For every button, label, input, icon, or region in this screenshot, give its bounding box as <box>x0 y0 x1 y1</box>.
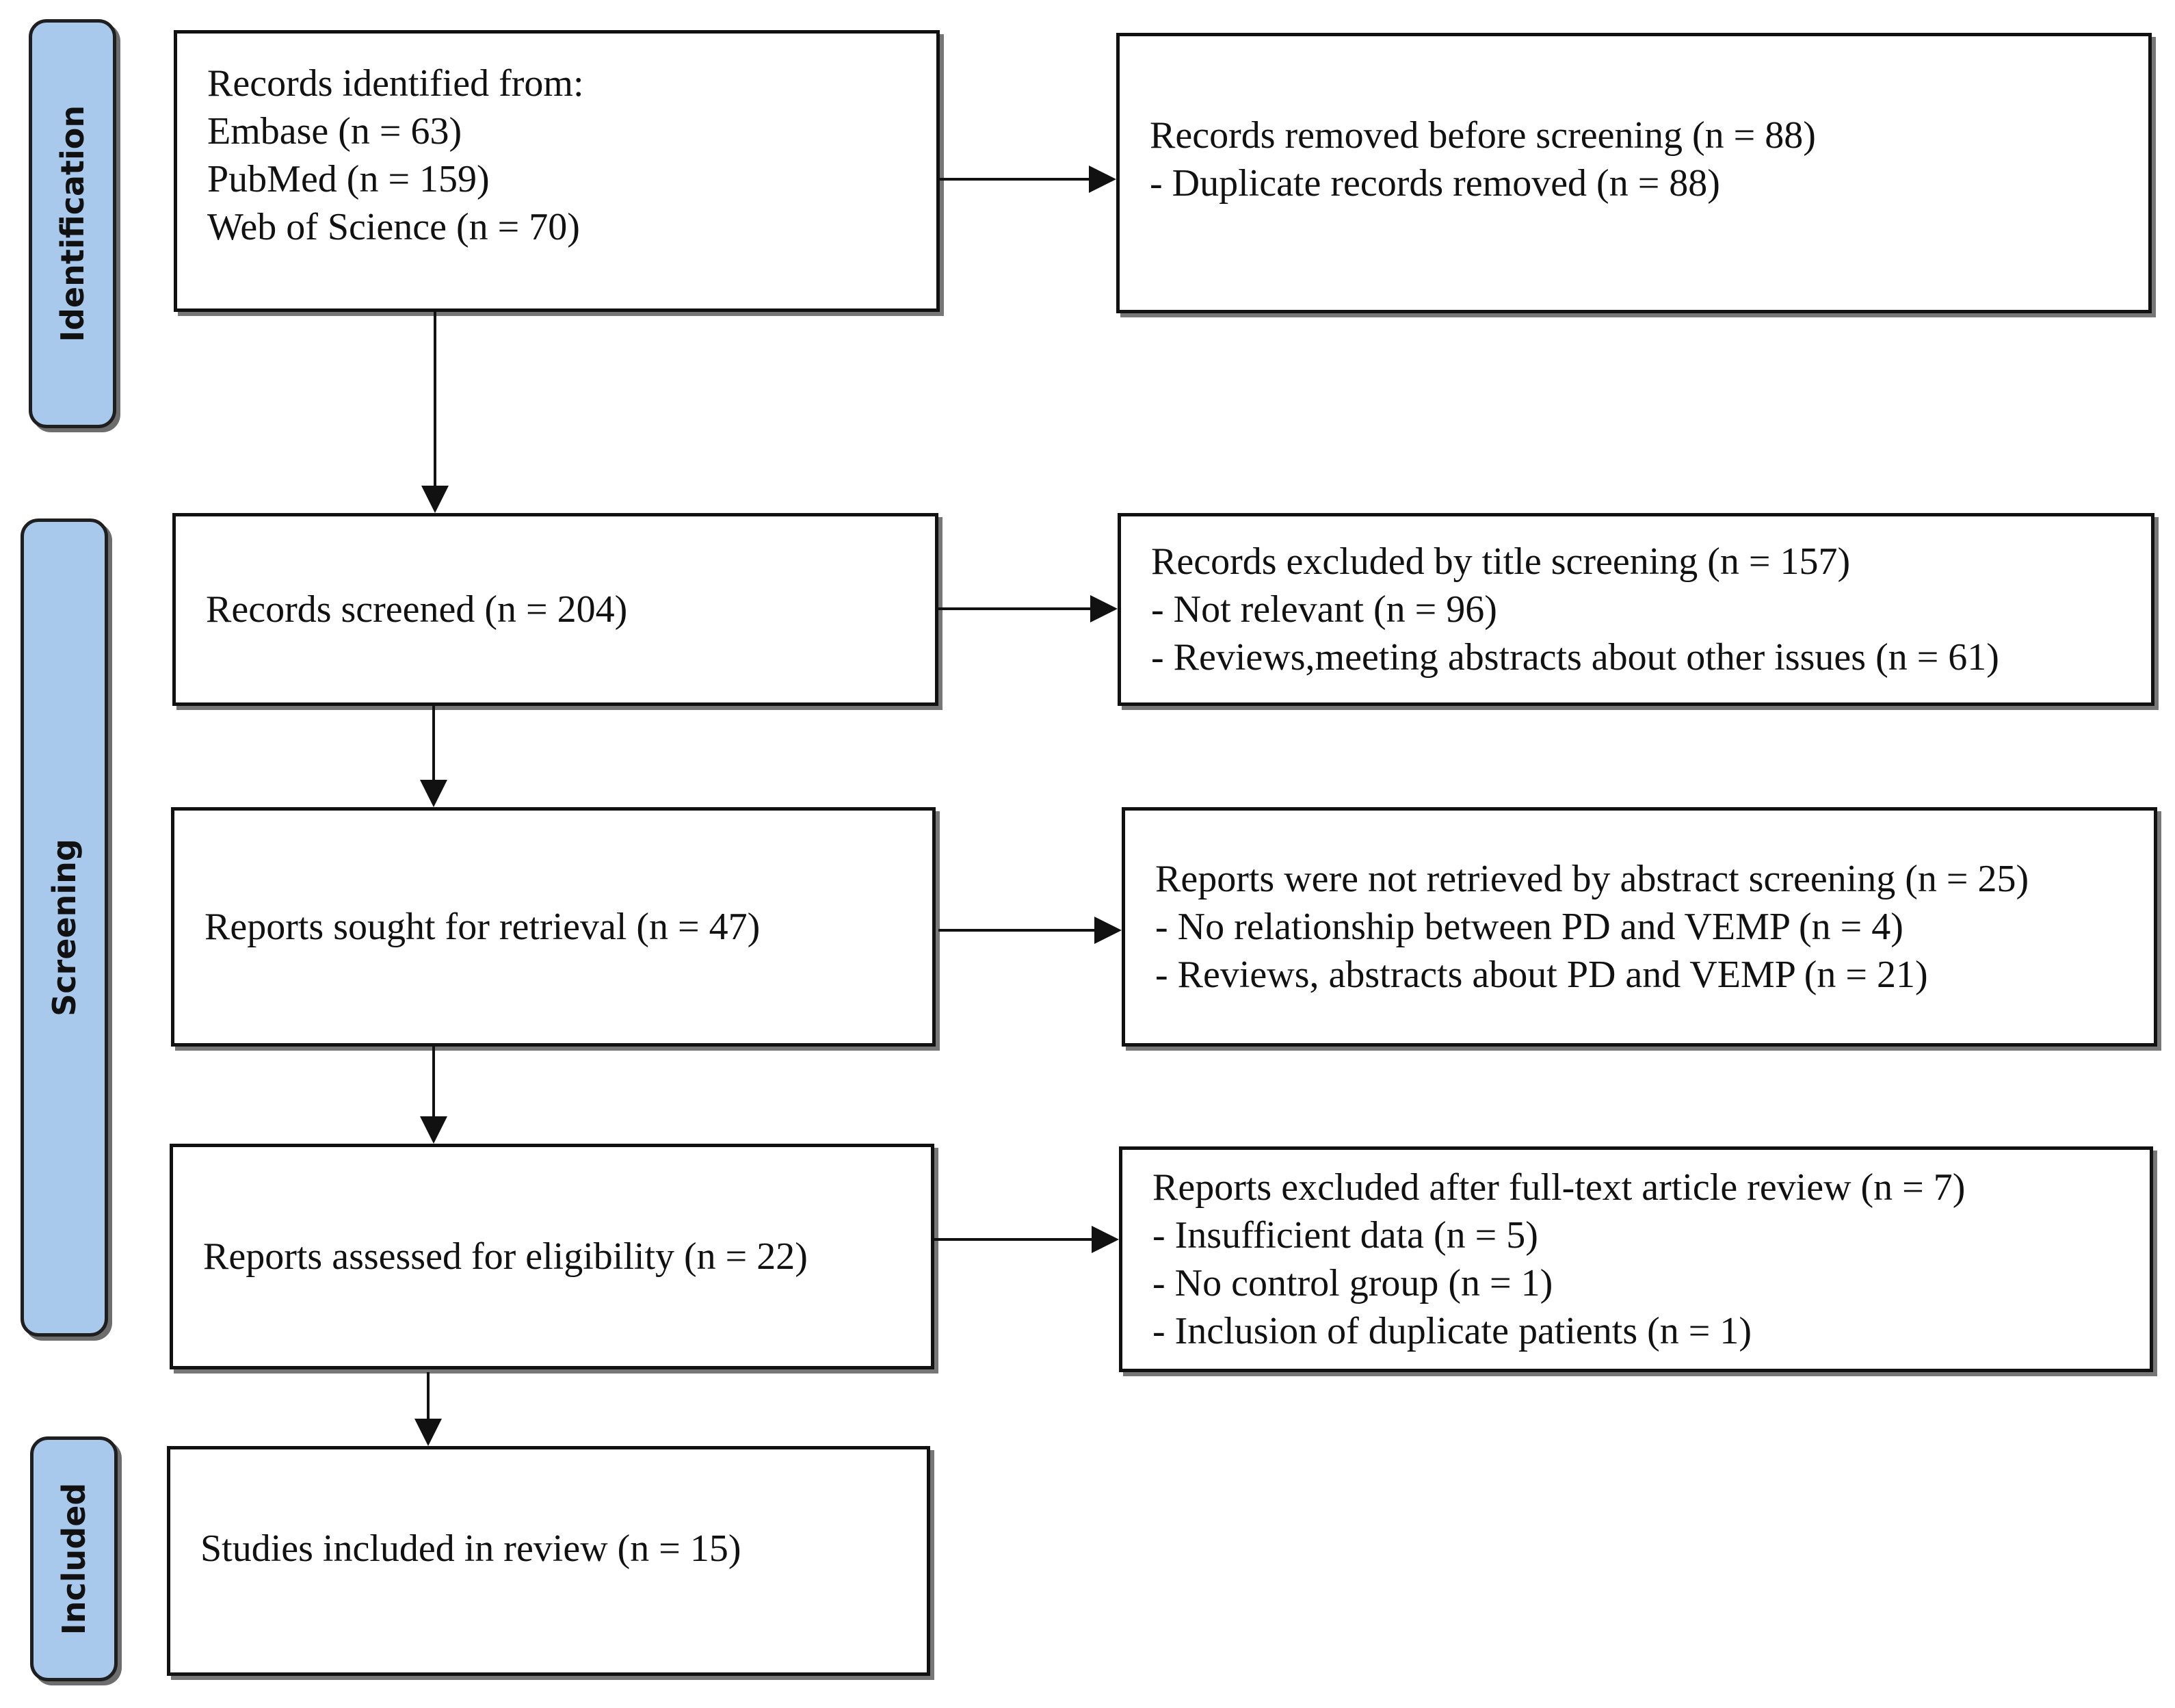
box-line: Records excluded by title screening (n =… <box>1151 540 1851 583</box>
stage-identification: Identification <box>29 19 116 428</box>
box-line: Reports were not retrieved by abstract s… <box>1155 858 2029 900</box>
box-line: - Inclusion of duplicate patients (n = 1… <box>1152 1310 1752 1352</box>
box-line: Studies included in review (n = 15) <box>200 1527 741 1570</box>
box-line: - Insufficient data (n = 5) <box>1152 1214 1538 1257</box>
box-line: - Reviews, abstracts about PD and VEMP (… <box>1155 954 1928 996</box>
box-line: Records removed before screening (n = 88… <box>1150 114 1816 157</box>
studies-included-box: Studies included in review (n = 15) <box>167 1446 930 1676</box>
box-line: - Reviews,meeting abstracts about other … <box>1151 636 1999 679</box>
box-line: Reports excluded after full-text article… <box>1152 1166 1966 1209</box>
box-line: - Not relevant (n = 96) <box>1151 588 1497 631</box>
box-line: - No relationship between PD and VEMP (n… <box>1155 906 1903 948</box>
reports-not-retrieved-box: Reports were not retrieved by abstract s… <box>1122 807 2157 1047</box>
reports-excluded-fulltext-box: Reports excluded after full-text article… <box>1119 1146 2153 1372</box>
box-line: Records identified from: <box>207 62 584 105</box>
box-line: - No control group (n = 1) <box>1152 1262 1553 1304</box>
records-identified-box: Records identified from: Embase (n = 63)… <box>174 30 940 312</box>
records-removed-box: Records removed before screening (n = 88… <box>1116 33 2152 313</box>
box-line: - Duplicate records removed (n = 88) <box>1150 162 1720 205</box>
box-line: PubMed (n = 159) <box>207 158 490 200</box>
box-line: Reports sought for retrieval (n = 47) <box>205 906 761 948</box>
stage-screening: Screening <box>21 518 108 1337</box>
box-line: Embase (n = 63) <box>207 110 462 153</box>
box-line: Records screened (n = 204) <box>206 588 628 631</box>
stage-included: Included <box>30 1436 118 1681</box>
records-excluded-title-box: Records excluded by title screening (n =… <box>1118 513 2154 706</box>
box-line: Reports assessed for eligibility (n = 22… <box>203 1235 808 1278</box>
records-screened-box: Records screened (n = 204) <box>172 513 938 706</box>
box-line: Web of Science (n = 70) <box>207 206 580 248</box>
reports-assessed-box: Reports assessed for eligibility (n = 22… <box>170 1144 934 1369</box>
reports-sought-box: Reports sought for retrieval (n = 47) <box>171 807 936 1047</box>
